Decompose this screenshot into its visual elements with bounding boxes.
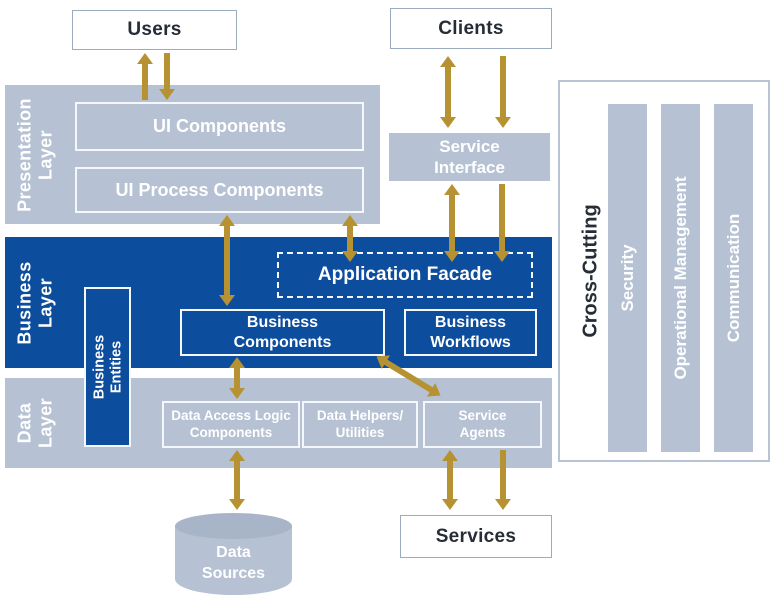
operational-management-label: Operational Management — [670, 176, 690, 380]
service-interface-label: Service Interface — [434, 136, 505, 177]
presentation-layer-label: Presentation Layer — [14, 97, 55, 212]
arrow-service-interface-facade-both — [444, 184, 460, 262]
business-components-label: Business Components — [233, 313, 332, 351]
services-label: Services — [435, 525, 517, 547]
arrow-presentation-to-users — [137, 53, 153, 100]
business-layer-label: Business Layer — [14, 260, 55, 345]
business-entities-box: Business Entities — [84, 287, 131, 447]
presentation-layer: Presentation Layer UI Components UI Proc… — [5, 85, 380, 224]
business-workflows-box: Business Workflows — [404, 309, 537, 356]
data-layer-label: Data Layer — [14, 397, 55, 449]
clients-box: Clients — [390, 8, 552, 49]
service-agents-box: Service Agents — [423, 401, 542, 448]
security-bar: Security — [608, 104, 647, 452]
business-components-box: Business Components — [180, 309, 385, 356]
arrow-users-to-presentation — [159, 53, 175, 100]
arrow-clients-service-interface-both — [440, 56, 456, 128]
application-facade-box: Application Facade — [277, 252, 533, 298]
service-interface-box: Service Interface — [389, 133, 550, 181]
communication-label: Communication — [723, 213, 743, 343]
communication-bar: Communication — [714, 104, 753, 452]
cross-cutting-label: Cross-Cutting — [579, 204, 602, 338]
business-layer: Business Layer Application Facade Busine… — [5, 237, 552, 368]
arrow-dalc-data-sources — [229, 450, 245, 510]
data-access-logic-components-label: Data Access Logic Components — [171, 407, 291, 440]
users-label: Users — [127, 19, 182, 40]
arrow-clients-to-service-interface — [495, 56, 511, 128]
arrow-service-interface-to-facade — [494, 184, 510, 262]
service-agents-label: Service Agents — [458, 407, 507, 440]
data-helpers-utilities-box: Data Helpers/ Utilities — [302, 401, 418, 448]
data-access-logic-components-box: Data Access Logic Components — [162, 401, 300, 448]
ui-process-components-box: UI Process Components — [75, 167, 364, 213]
security-label: Security — [617, 244, 637, 312]
ui-components-box: UI Components — [75, 102, 364, 151]
clients-label: Clients — [438, 17, 504, 39]
arrow-business-components-dalc — [229, 357, 245, 399]
arrow-uiprocess-application-facade — [342, 215, 358, 262]
business-entities-label: Business Entities — [90, 334, 124, 400]
ui-components-label: UI Components — [153, 116, 286, 137]
ui-process-components-label: UI Process Components — [115, 179, 324, 200]
services-box: Services — [400, 515, 552, 558]
data-helpers-utilities-label: Data Helpers/ Utilities — [316, 407, 404, 440]
business-workflows-label: Business Workflows — [430, 313, 511, 351]
arrow-service-agents-services-both — [442, 450, 458, 510]
users-box: Users — [72, 10, 237, 50]
application-facade-label: Application Facade — [317, 264, 493, 286]
data-sources-cylinder-top — [175, 513, 292, 539]
arrow-service-agents-to-services — [495, 450, 511, 510]
arrow-uiprocess-business-components — [219, 215, 235, 306]
cross-cutting-panel: Cross-Cutting Security Operational Manag… — [558, 80, 770, 462]
operational-management-bar: Operational Management — [661, 104, 700, 452]
data-sources-label: Data Sources — [201, 544, 266, 582]
